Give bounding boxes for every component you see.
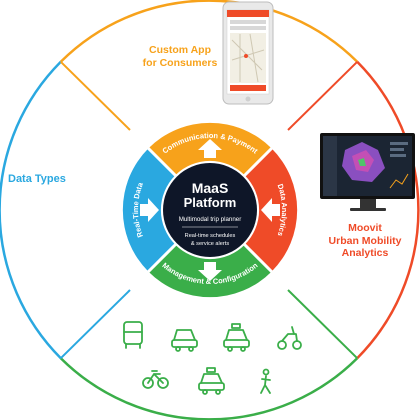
divider-ne (287, 61, 358, 131)
outer-arc-left (0, 60, 62, 360)
center-text-1: Real-time schedules (185, 233, 236, 239)
svg-text:Data Analytics: Data Analytics (276, 183, 289, 238)
outer-arc-right (356, 60, 420, 360)
center-title-2: Platform (184, 195, 237, 210)
center-circle (163, 163, 257, 257)
arrow-down-icon (198, 262, 222, 281)
center-title: MaaS (192, 180, 229, 196)
bus-icon (123, 321, 143, 349)
scooter-icon (277, 326, 302, 350)
moovit-label-line-2: Urban Mobility (328, 234, 402, 247)
arrow-right-icon (140, 198, 159, 222)
divider-sw (60, 289, 131, 359)
car-icon (171, 329, 198, 352)
custom-app-label-line-1: Custom App (148, 44, 212, 56)
pedestrian-icon (260, 368, 271, 394)
monitor-mockup (320, 133, 415, 211)
data-types-label: Data Types (8, 173, 66, 185)
taxi-icon (223, 323, 250, 352)
phone-mockup (222, 1, 274, 105)
center-text-2: & service alerts (191, 241, 229, 247)
arrow-left-icon (261, 198, 280, 222)
divider-se (287, 289, 358, 359)
bicycle-icon (142, 370, 169, 389)
moovit-label-line-1: Moovit (348, 222, 382, 234)
custom-app-label: Custom App for Consumers (110, 44, 250, 69)
moovit-analytics-label: Moovit Urban Mobility Analytics (312, 222, 418, 260)
divider-nw (60, 61, 131, 131)
arrow-up-icon (198, 139, 222, 158)
taxi-cab-icon (198, 367, 225, 395)
center-subtitle: Multimodal trip planner (179, 216, 242, 223)
custom-app-label-line-2: for Consumers (142, 56, 218, 69)
moovit-label-line-3: Analytics (341, 247, 389, 260)
outer-arc-top (59, 0, 359, 63)
ring-label-right: Data Analytics (276, 183, 289, 238)
outer-arc-bottom (59, 357, 359, 420)
